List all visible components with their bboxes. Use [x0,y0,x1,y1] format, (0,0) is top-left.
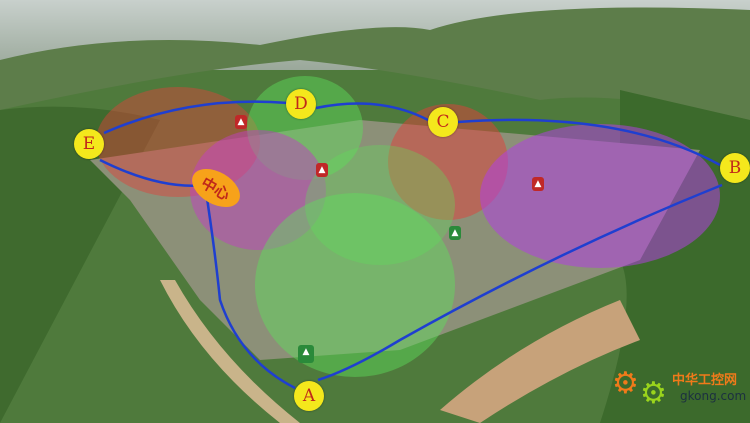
node-e[interactable]: E [74,129,104,159]
link-e-d [103,100,289,135]
robot-icon: ▲ [316,163,328,177]
zones [96,76,720,377]
zone-c [388,104,508,220]
robot-icon: ▲ [235,115,247,129]
zone-mid [305,145,455,265]
gear-icon: ⚙ [612,366,639,401]
node-c[interactable]: C [428,107,458,137]
gear-icon: ⚙ [640,376,667,411]
node-d[interactable]: D [286,89,316,119]
link-d-c [315,102,429,122]
zone-center [190,130,326,250]
links [99,100,723,390]
link-e-a [99,158,296,390]
robot-icon: ▲ [298,345,314,363]
link-c-b [457,118,721,167]
watermark-name: 中华工控网 [672,373,738,388]
watermark: ⚙ ⚙ 中华工控网 gkong.com [612,365,747,415]
link-b-a [317,183,723,382]
zone-b [480,124,720,268]
robot-icon: ▲ [532,177,544,191]
robot-icon: ▲ [449,226,461,240]
zone-a [255,193,455,377]
node-b[interactable]: B [720,153,750,183]
node-a[interactable]: A [294,381,324,411]
watermark-domain: gkong.com [680,389,747,403]
